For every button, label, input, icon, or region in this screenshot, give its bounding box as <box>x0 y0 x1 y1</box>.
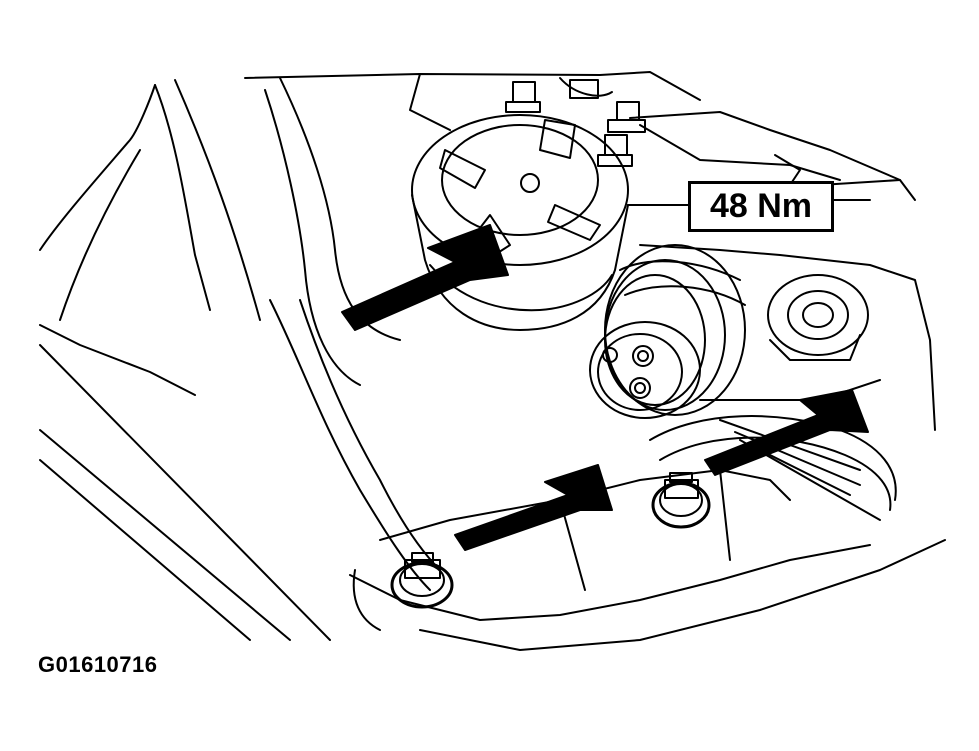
figure-id-label: G01610716 <box>38 652 158 677</box>
hose <box>264 77 441 591</box>
idler-pulley <box>767 274 869 361</box>
top-bolts <box>505 79 646 167</box>
arrow-bottom-right <box>704 389 869 476</box>
pulley-assembly <box>589 244 746 419</box>
bracket-bolt-right <box>651 472 711 529</box>
torque-spec-label: 48 Nm <box>688 181 834 232</box>
arrow-bottom-left <box>454 464 613 551</box>
bracket-bolt-left <box>390 552 454 609</box>
reservoir-cap <box>411 114 691 331</box>
left-body-panel <box>39 79 331 641</box>
arrow-upper-left <box>341 224 509 331</box>
